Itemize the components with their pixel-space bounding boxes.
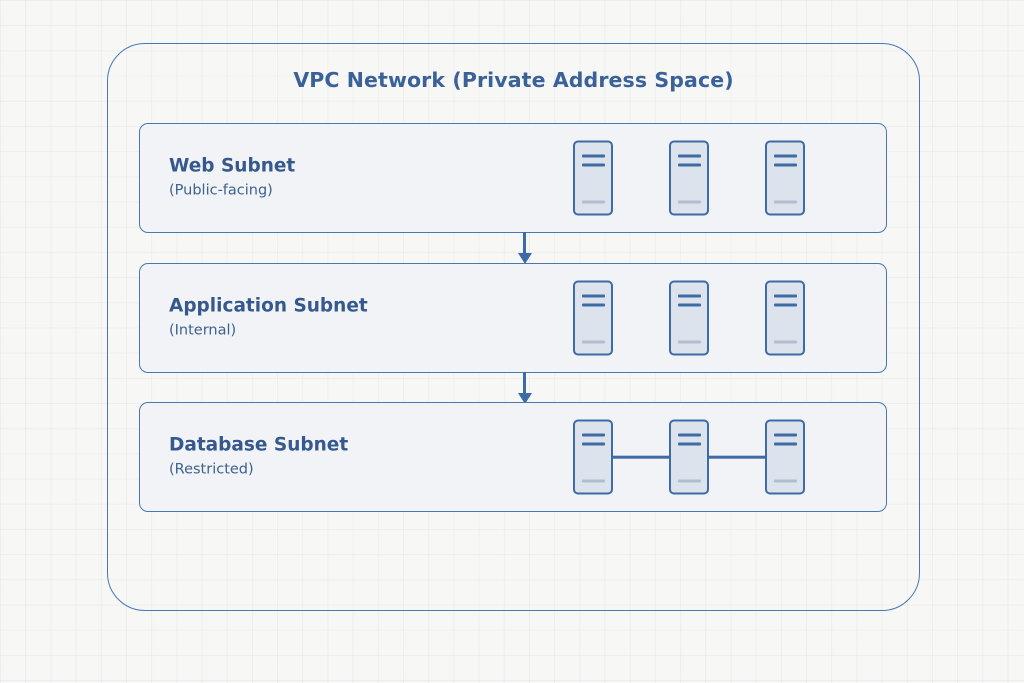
server-bar-second (677, 442, 701, 446)
vpc-network-title: VPC Network (Private Address Space) (293, 68, 734, 92)
server-bar-top (677, 154, 701, 158)
subnet-database-sublabel: (Restricted) (169, 461, 254, 478)
subnet-application-sublabel: (Internal) (169, 322, 237, 339)
server-bar-second (677, 163, 701, 167)
server-bar-bottom (677, 479, 701, 483)
server-bar-bottom (677, 200, 701, 204)
server-bar-top (581, 154, 605, 158)
server-bar-top (677, 433, 701, 437)
server-bar-second (677, 303, 701, 307)
subnet-web-labels: Web Subnet (Public-facing) (169, 156, 295, 201)
arrow-head (518, 253, 532, 264)
server-bar-bottom (581, 340, 605, 344)
subnet-application: Application Subnet (Internal) (139, 263, 887, 373)
server-icon (765, 140, 805, 216)
subnet-database-name: Database Subnet (169, 434, 349, 456)
subnet-application-labels: Application Subnet (Internal) (169, 296, 368, 341)
arrow-head (518, 393, 532, 404)
server-bar-second (581, 442, 605, 446)
server-icon (573, 419, 613, 495)
server-bar-bottom (581, 200, 605, 204)
subnet-web-sublabel: (Public-facing) (169, 182, 273, 199)
server-bar-bottom (581, 479, 605, 483)
server-bar-bottom (773, 340, 797, 344)
server-bar-bottom (773, 479, 797, 483)
server-icon (669, 140, 709, 216)
server-bar-bottom (677, 340, 701, 344)
server-icon (669, 280, 709, 356)
flow-arrow-app-to-db-icon (518, 372, 532, 404)
arrow-shaft (523, 232, 526, 254)
subnet-database-labels: Database Subnet (Restricted) (169, 435, 348, 480)
server-icon (573, 280, 613, 356)
server-bar-top (677, 294, 701, 298)
subnet-web-name: Web Subnet (169, 155, 296, 177)
subnet-application-name: Application Subnet (169, 295, 368, 317)
subnet-web: Web Subnet (Public-facing) (139, 123, 887, 233)
arrow-shaft (523, 372, 526, 394)
server-bar-second (773, 442, 797, 446)
server-bar-top (773, 294, 797, 298)
server-bar-top (581, 433, 605, 437)
server-bar-second (581, 163, 605, 167)
server-icon (765, 280, 805, 356)
server-icon (669, 419, 709, 495)
server-bar-second (773, 303, 797, 307)
server-bar-top (773, 433, 797, 437)
server-bar-top (581, 294, 605, 298)
subnet-database: Database Subnet (Restricted) (139, 402, 887, 512)
server-bar-second (581, 303, 605, 307)
server-bar-bottom (773, 200, 797, 204)
server-icon (765, 419, 805, 495)
server-bar-second (773, 163, 797, 167)
server-bar-top (773, 154, 797, 158)
database-cluster-link (707, 455, 767, 459)
flow-arrow-web-to-app-icon (518, 232, 532, 264)
database-cluster-link (611, 455, 671, 459)
server-icon (573, 140, 613, 216)
